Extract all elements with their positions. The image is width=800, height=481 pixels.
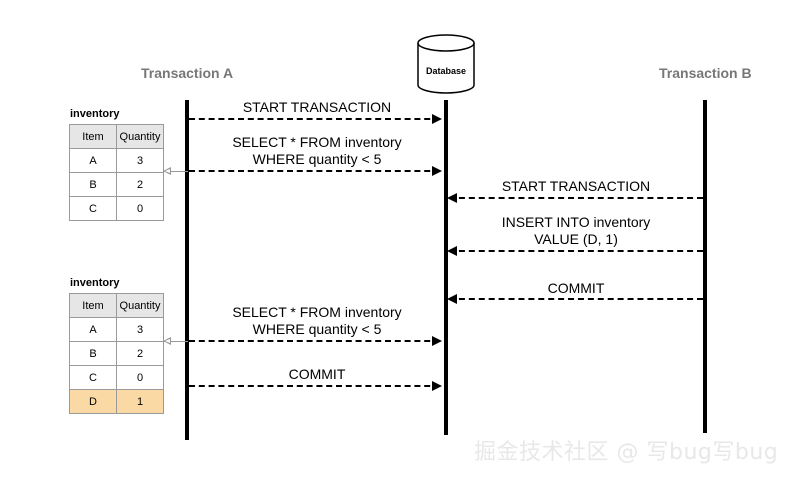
cell-item: B bbox=[69, 341, 117, 366]
header-item: Item bbox=[69, 293, 117, 318]
a-select2-line2: WHERE quantity < 5 bbox=[252, 321, 382, 337]
inventory-table-2: Item Quantity A 3 B 2 C 0 D 1 bbox=[69, 293, 164, 414]
cell-item: A bbox=[69, 317, 117, 342]
b-commit-label: COMMIT bbox=[547, 280, 605, 296]
a-select1-line1: SELECT * FROM inventory bbox=[232, 134, 402, 150]
database-lifeline bbox=[444, 100, 448, 435]
b-insert-arrow bbox=[447, 246, 703, 256]
cell-item: C bbox=[69, 196, 117, 221]
table-header-row: Item Quantity bbox=[69, 293, 164, 318]
a-select1-arrow bbox=[189, 166, 442, 176]
header-item: Item bbox=[69, 124, 117, 149]
cell-item: C bbox=[69, 365, 117, 390]
a-select2-line1: SELECT * FROM inventory bbox=[232, 304, 402, 320]
header-quantity: Quantity bbox=[116, 293, 164, 318]
a-commit-label: COMMIT bbox=[288, 366, 346, 382]
table-row: A 3 bbox=[69, 317, 164, 342]
table-row-highlighted: D 1 bbox=[69, 389, 164, 414]
cell-item: A bbox=[69, 148, 117, 173]
cell-quantity: 2 bbox=[116, 341, 164, 366]
inventory-table-1: Item Quantity A 3 B 2 C 0 bbox=[69, 124, 164, 221]
table-row: C 0 bbox=[69, 196, 164, 221]
inventory-table-2-title: inventory bbox=[70, 277, 120, 289]
result-connector-2 bbox=[163, 337, 188, 345]
a-select2-arrow bbox=[189, 336, 442, 346]
table-row: B 2 bbox=[69, 341, 164, 366]
b-insert-line1: INSERT INTO inventory bbox=[501, 214, 651, 230]
transaction-a-label: Transaction A bbox=[141, 65, 234, 81]
cell-quantity: 1 bbox=[116, 389, 164, 414]
transaction-a-lifeline bbox=[185, 100, 189, 440]
inventory-table-1-title: inventory bbox=[70, 108, 120, 120]
cell-quantity: 3 bbox=[116, 317, 164, 342]
table-row: C 0 bbox=[69, 365, 164, 390]
cell-quantity: 3 bbox=[116, 148, 164, 173]
b-start-transaction-arrow bbox=[447, 193, 703, 203]
b-commit-arrow bbox=[447, 294, 703, 304]
cell-quantity: 2 bbox=[116, 172, 164, 197]
cell-quantity: 0 bbox=[116, 196, 164, 221]
cell-item: D bbox=[69, 389, 117, 414]
table-header-row: Item Quantity bbox=[69, 124, 164, 149]
a-start-transaction-arrow bbox=[189, 114, 442, 124]
table-row: B 2 bbox=[69, 172, 164, 197]
transaction-b-lifeline bbox=[703, 100, 707, 433]
result-connector-1 bbox=[163, 167, 188, 175]
a-commit-arrow bbox=[189, 381, 442, 391]
b-insert-line2: VALUE (D, 1) bbox=[534, 231, 618, 247]
database-label: Database bbox=[426, 66, 466, 76]
b-start-transaction-label: START TRANSACTION bbox=[501, 178, 651, 194]
table-row: A 3 bbox=[69, 148, 164, 173]
watermark: 掘金技术社区 @ 写bug写bug bbox=[474, 440, 779, 465]
header-quantity: Quantity bbox=[116, 124, 164, 149]
a-select1-line2: WHERE quantity < 5 bbox=[252, 151, 382, 167]
database-icon: Database bbox=[417, 34, 475, 94]
transaction-b-label: Transaction B bbox=[659, 65, 752, 81]
cell-quantity: 0 bbox=[116, 365, 164, 390]
a-start-transaction-label: START TRANSACTION bbox=[242, 99, 392, 115]
cell-item: B bbox=[69, 172, 117, 197]
